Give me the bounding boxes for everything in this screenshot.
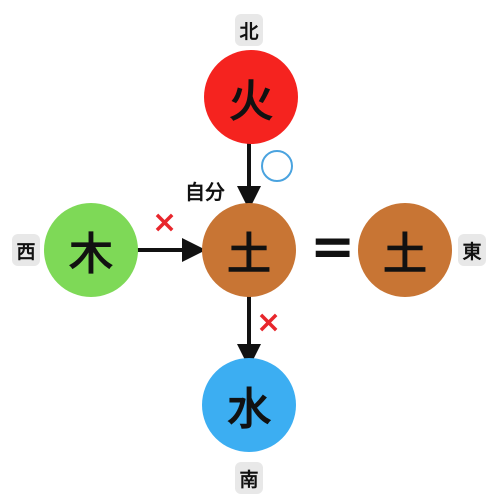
node-wood: 木 [44, 203, 138, 297]
node-fire: 火 [204, 50, 298, 144]
node-water: 水 [202, 358, 296, 452]
ok-circle-mark [261, 150, 293, 182]
direction-south: 南 [235, 462, 263, 494]
self-label: 自分 [185, 180, 225, 204]
x-mark-water: × [256, 305, 282, 340]
direction-east: 東 [458, 234, 486, 266]
x-mark-wood: × [152, 205, 178, 240]
equals-sign: = [310, 215, 356, 278]
direction-west: 西 [12, 234, 40, 266]
direction-north: 北 [235, 14, 263, 46]
node-earth-east: 土 [358, 203, 452, 297]
node-earth-self: 土 [202, 203, 296, 297]
